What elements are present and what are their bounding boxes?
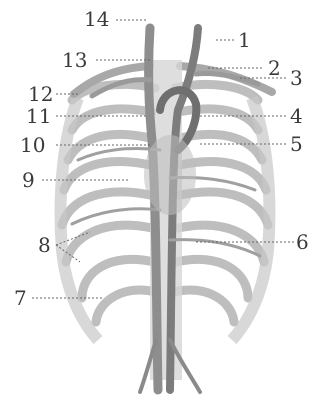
heart-shadow <box>144 135 196 215</box>
label-7: 7 <box>14 286 27 310</box>
label-9: 9 <box>22 168 35 192</box>
label-2: 2 <box>268 56 281 80</box>
label-13: 13 <box>62 48 87 72</box>
label-10: 10 <box>20 133 45 157</box>
label-5: 5 <box>290 132 303 156</box>
label-12: 12 <box>28 82 53 106</box>
label-14: 14 <box>84 7 109 31</box>
label-8: 8 <box>38 233 51 257</box>
label-1: 1 <box>238 28 251 52</box>
label-6: 6 <box>296 230 309 254</box>
label-3: 3 <box>290 66 303 90</box>
label-11: 11 <box>26 104 51 128</box>
label-4: 4 <box>290 104 303 128</box>
